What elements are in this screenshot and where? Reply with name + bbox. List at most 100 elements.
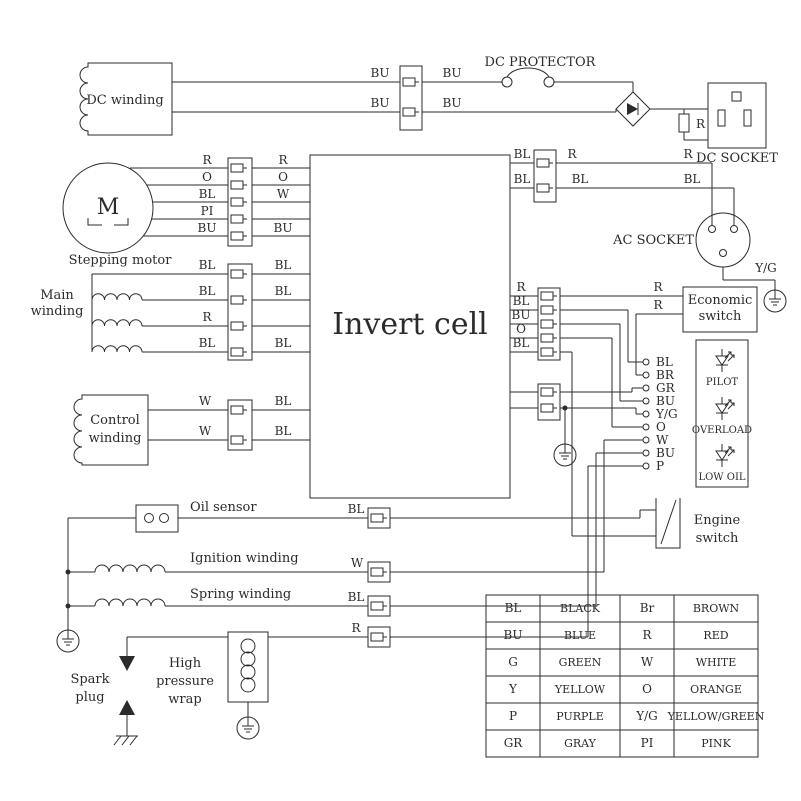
low-oil-label: LOW OIL xyxy=(698,472,745,483)
legend-code: Y xyxy=(508,682,518,696)
connector-pin-icon xyxy=(540,333,558,343)
connector-pin-icon xyxy=(230,295,248,305)
connector-pin-icon xyxy=(230,321,248,331)
sensor-contact-icon xyxy=(144,513,154,523)
legend-name: PINK xyxy=(701,737,731,750)
ground-icon xyxy=(553,443,577,467)
connector-pin-icon xyxy=(230,197,248,207)
wire-label: W xyxy=(277,187,290,201)
ground-icon xyxy=(56,629,80,653)
oil-sensor-label: Oil sensor xyxy=(190,500,257,515)
stepping-motor: M Stepping motor R O BL PI BU R O W BU xyxy=(62,153,310,268)
terminal-icon xyxy=(642,423,650,431)
connector-pin-icon xyxy=(540,387,558,397)
ground-icon xyxy=(236,716,260,740)
legend-name: ORANGE xyxy=(690,683,742,696)
junction-dot xyxy=(65,569,71,575)
pilot-led-icon xyxy=(715,348,735,373)
connector xyxy=(533,149,557,203)
wire-label: R xyxy=(278,153,288,167)
connector xyxy=(537,383,561,421)
sensor-contact-icon xyxy=(159,513,169,523)
terminal-label: O xyxy=(656,420,666,434)
terminal-icon xyxy=(642,358,650,366)
socket-slot-icon xyxy=(731,91,742,102)
diode-arrow-icon xyxy=(627,103,638,115)
legend-name: WHITE xyxy=(696,656,737,669)
wire-label: W xyxy=(199,424,212,438)
legend-name: GRAY xyxy=(564,737,597,750)
wire-label: BU xyxy=(443,96,462,110)
resistor-icon xyxy=(678,113,690,133)
legend-name: BLUE xyxy=(564,629,596,642)
connector-pin-icon xyxy=(540,291,558,301)
legend-code: Br xyxy=(640,601,655,615)
wire-label: BL xyxy=(348,502,365,516)
connector-pin-icon xyxy=(540,347,558,357)
terminal-label: BL xyxy=(656,355,673,369)
terminal-icon xyxy=(642,384,650,392)
spark-gap-icon xyxy=(119,656,135,671)
wire-label: O xyxy=(202,170,212,184)
junction-dot xyxy=(65,603,71,609)
coil-turn-icon xyxy=(240,651,256,667)
ac-socket: AC SOCKET Y/G xyxy=(612,212,787,313)
connector-pin-icon xyxy=(230,347,248,357)
coil-icon xyxy=(91,293,143,301)
dc-winding-coil xyxy=(79,62,173,136)
connector-pin-icon xyxy=(370,513,388,523)
terminal-icon xyxy=(642,449,650,457)
wire-label: BL xyxy=(199,187,216,201)
wire-label: BL xyxy=(275,424,292,438)
legend-name: BROWN xyxy=(693,602,740,615)
dc-winding-label: DC winding xyxy=(86,93,163,108)
socket-slot-icon xyxy=(743,109,752,127)
motor-circle-icon xyxy=(62,162,154,254)
fuse-arc-icon xyxy=(506,67,550,78)
dc-socket: R DC SOCKET xyxy=(678,82,778,166)
low-oil-led-icon xyxy=(715,443,735,468)
connector-pin-icon xyxy=(540,403,558,413)
wire-label: BU xyxy=(371,66,390,80)
resistor-label: R xyxy=(696,117,706,131)
invert-cell-label: Invert cell xyxy=(332,307,488,342)
engine-switch-body-icon xyxy=(655,498,681,549)
wire-label: W xyxy=(199,394,212,408)
socket-pin-icon xyxy=(719,249,727,257)
connector-pin-icon xyxy=(402,77,420,87)
dc-protector-label: DC PROTECTOR xyxy=(485,55,597,70)
wire-label: BU xyxy=(274,221,293,235)
spring-winding-label: Spring winding xyxy=(190,587,291,602)
connector-pin-icon xyxy=(230,214,248,224)
coil-icon xyxy=(94,564,166,573)
wire-label: BL xyxy=(572,172,589,186)
terminal-label: Y/G xyxy=(655,407,678,421)
connector-pin-icon xyxy=(230,180,248,190)
engine-switch: Engine switch xyxy=(655,498,741,549)
control-winding-label: Control xyxy=(90,413,140,428)
terminal-label: GR xyxy=(656,381,676,395)
coil-turn-icon xyxy=(240,664,256,680)
wire-label: BU xyxy=(443,66,462,80)
spark-gap-icon xyxy=(119,700,135,715)
control-winding-label: winding xyxy=(89,431,142,446)
high-pressure-label: High xyxy=(169,656,202,671)
terminal-icon xyxy=(642,462,650,470)
legend-code: GR xyxy=(504,736,524,750)
legend-name: PURPLE xyxy=(556,710,604,723)
ignition-winding: Ignition winding W xyxy=(68,439,643,583)
wire-label: Y/G xyxy=(754,261,777,275)
connector-pin-icon xyxy=(230,269,248,279)
wire-label: BU xyxy=(512,308,531,322)
pilot-label: PILOT xyxy=(706,377,739,388)
connector-pin-icon xyxy=(230,405,248,415)
terminal-icon xyxy=(642,371,650,379)
terminal-strip: BL BR GR BU Y/G O W BU P xyxy=(642,355,678,473)
oil-sensor-box xyxy=(135,504,179,533)
dc-protector: DC PROTECTOR xyxy=(422,55,634,92)
legend-code: G xyxy=(508,655,518,669)
dc-socket-label: DC SOCKET xyxy=(696,151,778,166)
coil-icon xyxy=(94,598,166,607)
wire-label: BL xyxy=(513,336,530,350)
